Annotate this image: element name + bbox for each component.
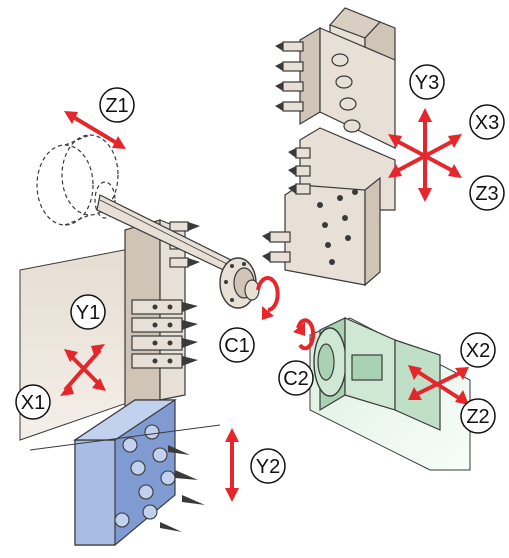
z2-arrow (414, 370, 463, 397)
label-c1: C1 (219, 327, 255, 363)
svg-text:X1: X1 (21, 392, 45, 414)
axis-labels: Z1 Y1 X1 C1 C2 X2 Z2 Y2 (15, 64, 505, 484)
label-c2: C2 (278, 360, 314, 396)
label-x2: X2 (460, 332, 496, 368)
svg-text:Y3: Y3 (415, 72, 439, 94)
arrow-heads (60, 108, 469, 502)
label-y3: Y3 (409, 64, 445, 100)
svg-text:C1: C1 (224, 335, 250, 357)
svg-text:Z1: Z1 (105, 95, 128, 117)
headstock-outline (36, 134, 119, 226)
upper-turret (262, 7, 396, 287)
c1-arrow (256, 276, 280, 312)
axis-arrows (63, 113, 464, 490)
svg-text:Z2: Z2 (466, 406, 489, 428)
z1-arrow (68, 113, 122, 147)
label-x1: X1 (15, 384, 51, 420)
label-x3: X3 (469, 104, 505, 140)
base-line (29, 424, 221, 451)
label-y2: Y2 (250, 448, 286, 484)
label-z3: Z3 (469, 175, 505, 211)
svg-text:Y1: Y1 (76, 302, 100, 324)
svg-text:X2: X2 (466, 340, 490, 362)
svg-text:Z3: Z3 (475, 183, 498, 205)
main-spindle (96, 194, 260, 309)
y3-arrow (394, 138, 456, 174)
left-turret (19, 219, 200, 441)
svg-text:C2: C2 (283, 368, 309, 390)
svg-text:X3: X3 (475, 112, 499, 134)
svg-text:Y2: Y2 (256, 456, 280, 478)
label-y1: Y1 (70, 294, 106, 330)
c2-arrow (296, 318, 316, 351)
label-z2: Z2 (460, 398, 496, 434)
label-z1: Z1 (99, 87, 135, 123)
y1-arrow (68, 353, 102, 387)
sub-spindle (309, 317, 471, 471)
tool-block (73, 399, 205, 546)
